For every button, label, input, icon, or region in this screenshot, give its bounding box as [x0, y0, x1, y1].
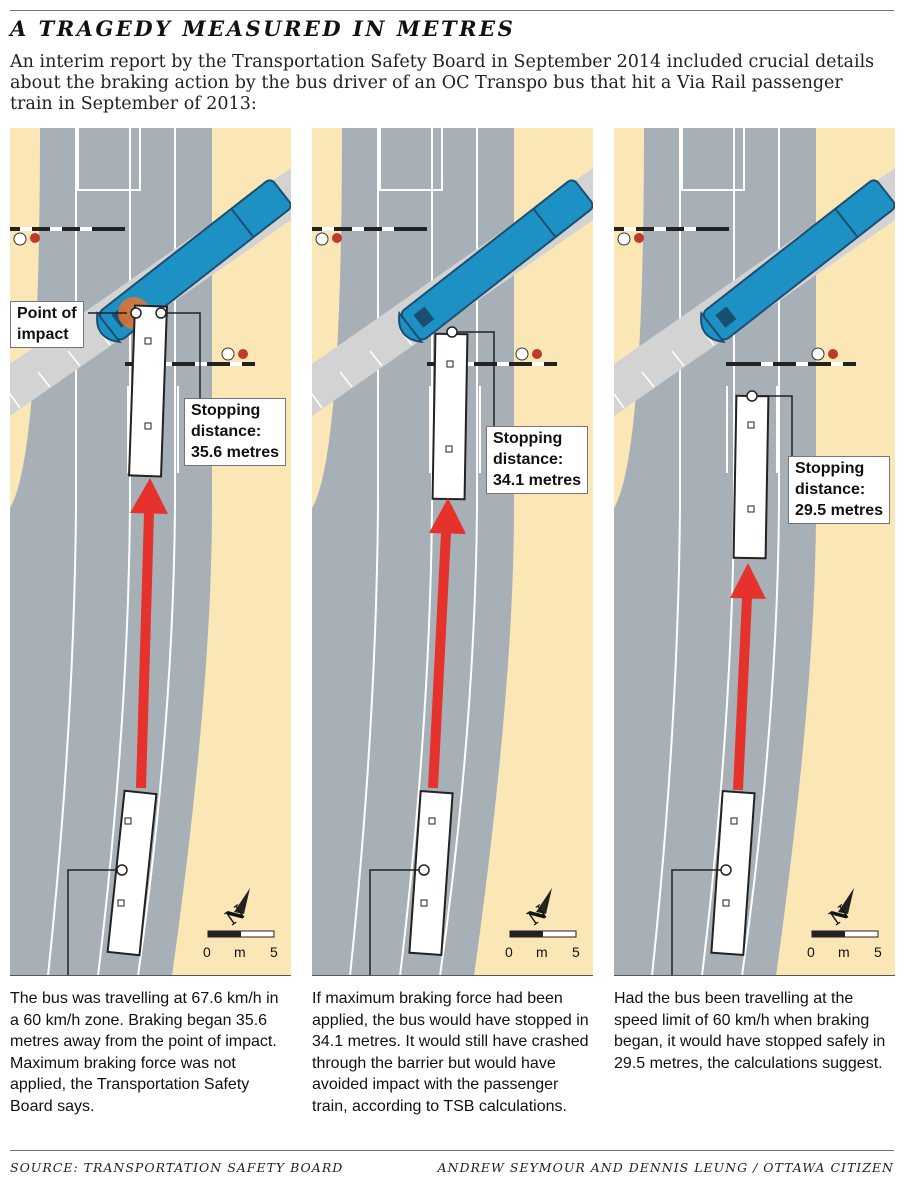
crossing-diagram-max-braking: [312, 128, 593, 976]
author-credit: ANDREW SEYMOUR AND DENNIS LEUNG / OTTAWA…: [437, 1160, 894, 1175]
scale-start: 0: [505, 944, 513, 960]
panel-max-braking-baseline: [312, 975, 593, 976]
barrier-bottom: [125, 347, 255, 366]
scale-unit: m: [838, 944, 850, 960]
graphic-title: A TRAGEDY MEASURED IN METRES: [10, 16, 516, 41]
scale-end: 5: [874, 944, 882, 960]
north-arrow-icon: [234, 888, 250, 914]
crossing-diagram-actual: [10, 128, 291, 976]
north-arrow-icon: [536, 888, 552, 914]
caption-actual: The bus was travelling at 67.6 km/h in a…: [10, 990, 279, 1115]
footer-rule: [10, 1150, 894, 1151]
scale-start: 0: [203, 944, 211, 960]
scale-unit: m: [536, 944, 548, 960]
travel-arrow: [130, 478, 168, 789]
crossing-diagram-speed-limit: [614, 128, 895, 976]
caption-max-braking: If maximum braking force had been applie…: [312, 990, 589, 1115]
scale-unit: m: [234, 944, 246, 960]
barrier-top: [10, 227, 125, 246]
caption-speed-limit: Had the bus been travelling at the speed…: [614, 990, 886, 1072]
bus-final: [128, 304, 168, 478]
scale-end: 5: [270, 944, 278, 960]
bus-start: [106, 789, 158, 957]
scale-end: 5: [572, 944, 580, 960]
north-arrow-icon: [838, 888, 854, 914]
scale-start: 0: [807, 944, 815, 960]
top-rule: [10, 10, 894, 11]
scale-bar: [207, 930, 275, 938]
train: [96, 179, 291, 344]
rail-ties: [10, 329, 111, 409]
panel-speed-limit-baseline: [614, 975, 895, 976]
source-credit: SOURCE: TRANSPORTATION SAFETY BOARD: [10, 1160, 344, 1175]
lane-markings: [47, 128, 179, 976]
intro-text: An interim report by the Transportation …: [10, 52, 875, 114]
panel-actual-baseline: [10, 975, 291, 976]
